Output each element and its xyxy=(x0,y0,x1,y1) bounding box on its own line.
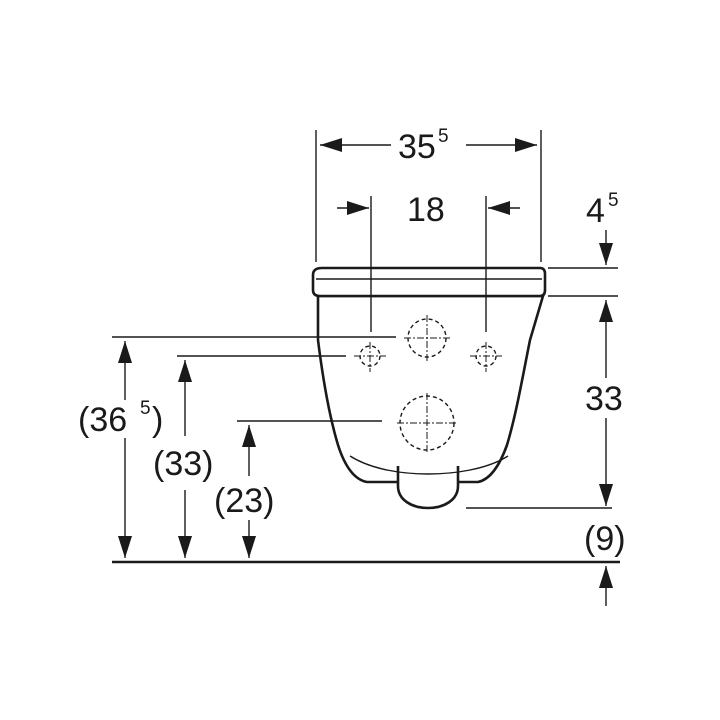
spout xyxy=(396,466,460,510)
spout-offset-label: (9) xyxy=(584,520,626,558)
dim-width-total: 35 5 xyxy=(315,126,542,262)
toilet-outline xyxy=(311,266,547,510)
total-height-sup: 5 xyxy=(140,398,151,419)
hole-spacing-label: 18 xyxy=(407,191,445,229)
seat-lid xyxy=(311,266,547,298)
bowl-body xyxy=(316,294,545,484)
fixing-holes xyxy=(354,315,502,453)
upper-holes-height-label: (33) xyxy=(153,445,213,483)
dim-bowl-height: 33 xyxy=(466,300,623,509)
total-height-label: (36 xyxy=(78,401,127,439)
seat-thickness-sup: 5 xyxy=(608,190,619,211)
dim-upper-holes-height: (33) xyxy=(153,355,346,558)
dim-spout-offset: (9) xyxy=(584,520,626,606)
width-total-label: 35 xyxy=(398,128,436,166)
bowl-rim-line xyxy=(349,455,509,475)
bowl-height-label: 33 xyxy=(585,380,623,418)
dim-total-height: (36 5 ) xyxy=(78,336,396,558)
lower-hole-height-label: (23) xyxy=(214,482,274,520)
dim-seat-thickness: 4 5 xyxy=(548,190,619,297)
total-height-close: ) xyxy=(152,401,163,439)
dim-lower-hole-height: (23) xyxy=(214,420,382,558)
seat-thickness-label: 4 xyxy=(586,192,605,230)
width-total-sup: 5 xyxy=(438,126,449,147)
dim-hole-spacing: 18 xyxy=(337,191,520,332)
